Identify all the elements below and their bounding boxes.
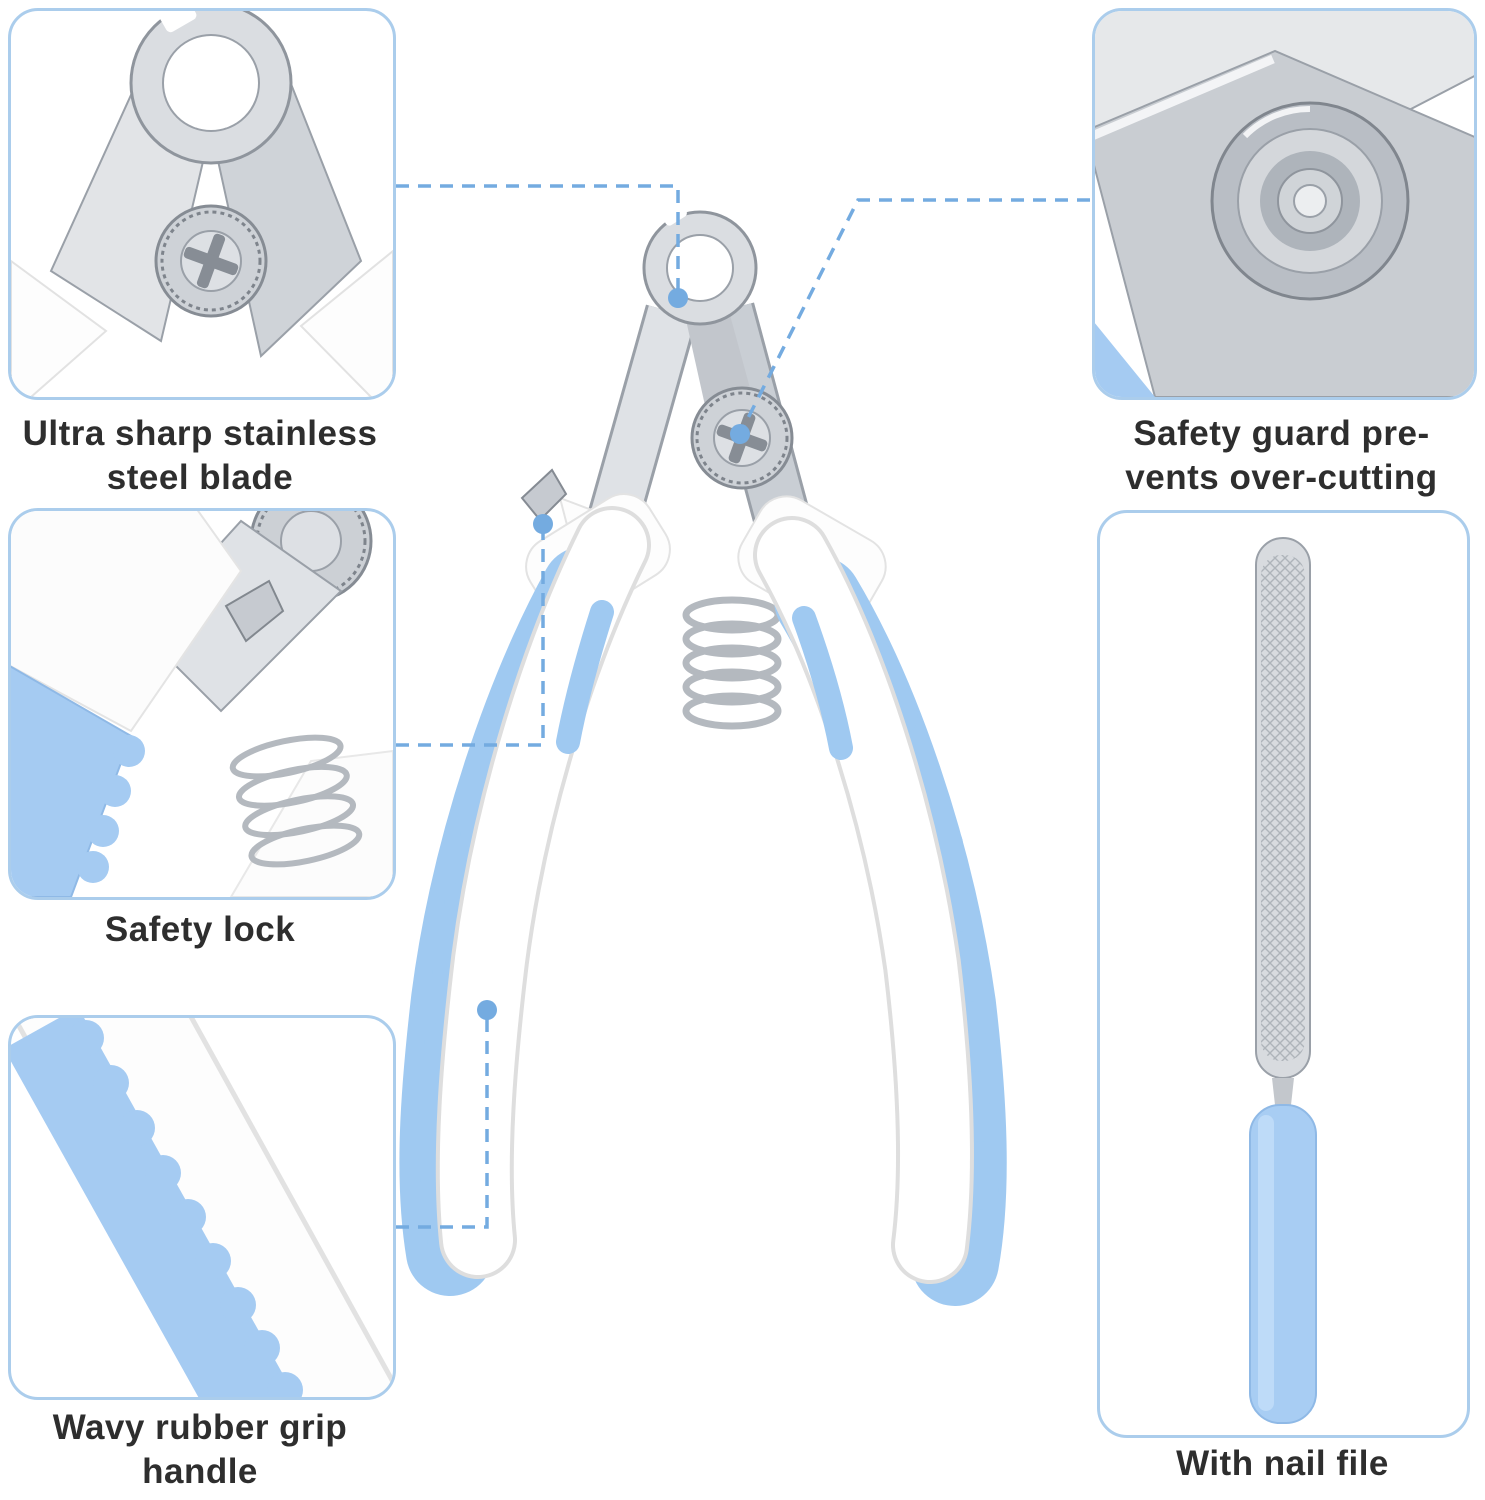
nail-file-label-line1: With nail file — [1176, 1444, 1389, 1483]
callout-nail-file-box — [1097, 510, 1470, 1438]
clipper-safety-lock — [520, 468, 568, 522]
callout-grip-box — [8, 1015, 396, 1400]
clipper-right-handle — [753, 516, 1007, 1306]
safety-lock-label: Safety lock — [0, 908, 400, 952]
callout-blade-box — [8, 8, 396, 400]
clipper-left-handle — [399, 506, 651, 1296]
grip-label-line2: handle — [142, 1451, 258, 1491]
grip-label-line1: Wavy rubber grip — [52, 1408, 348, 1447]
guard-closeup-image — [1095, 11, 1474, 397]
blade-label: Ultra sharp stainless steel blade — [0, 412, 400, 500]
safety-lock-label-line1: Safety lock — [104, 910, 296, 949]
clipper-pivot-screw — [690, 386, 794, 490]
nail-file-image — [1249, 537, 1317, 1424]
clipper-cutting-hole — [642, 202, 758, 326]
grip-closeup-image — [11, 1018, 393, 1397]
guard-label: Safety guard pre- vents over-cutting — [1078, 412, 1485, 500]
blade-label-line1: Ultra sharp stainless — [22, 414, 378, 453]
file-neck — [1272, 1078, 1294, 1105]
blade-closeup-image — [11, 11, 393, 397]
callout-guard-box — [1092, 8, 1477, 400]
guard-label-line1: Safety guard pre- — [1133, 414, 1430, 453]
callout-safety-lock-box — [8, 508, 396, 900]
clipper-spring — [682, 596, 782, 730]
nail-file-label: With nail file — [1085, 1442, 1480, 1486]
safety-lock-closeup-image — [11, 511, 393, 897]
guard-label-line2: vents over-cutting — [1125, 457, 1438, 497]
grip-wave-scallops — [68, 1020, 303, 1397]
blade-label-line2: steel blade — [106, 457, 294, 497]
grip-label: Wavy rubber grip handle — [0, 1406, 400, 1494]
